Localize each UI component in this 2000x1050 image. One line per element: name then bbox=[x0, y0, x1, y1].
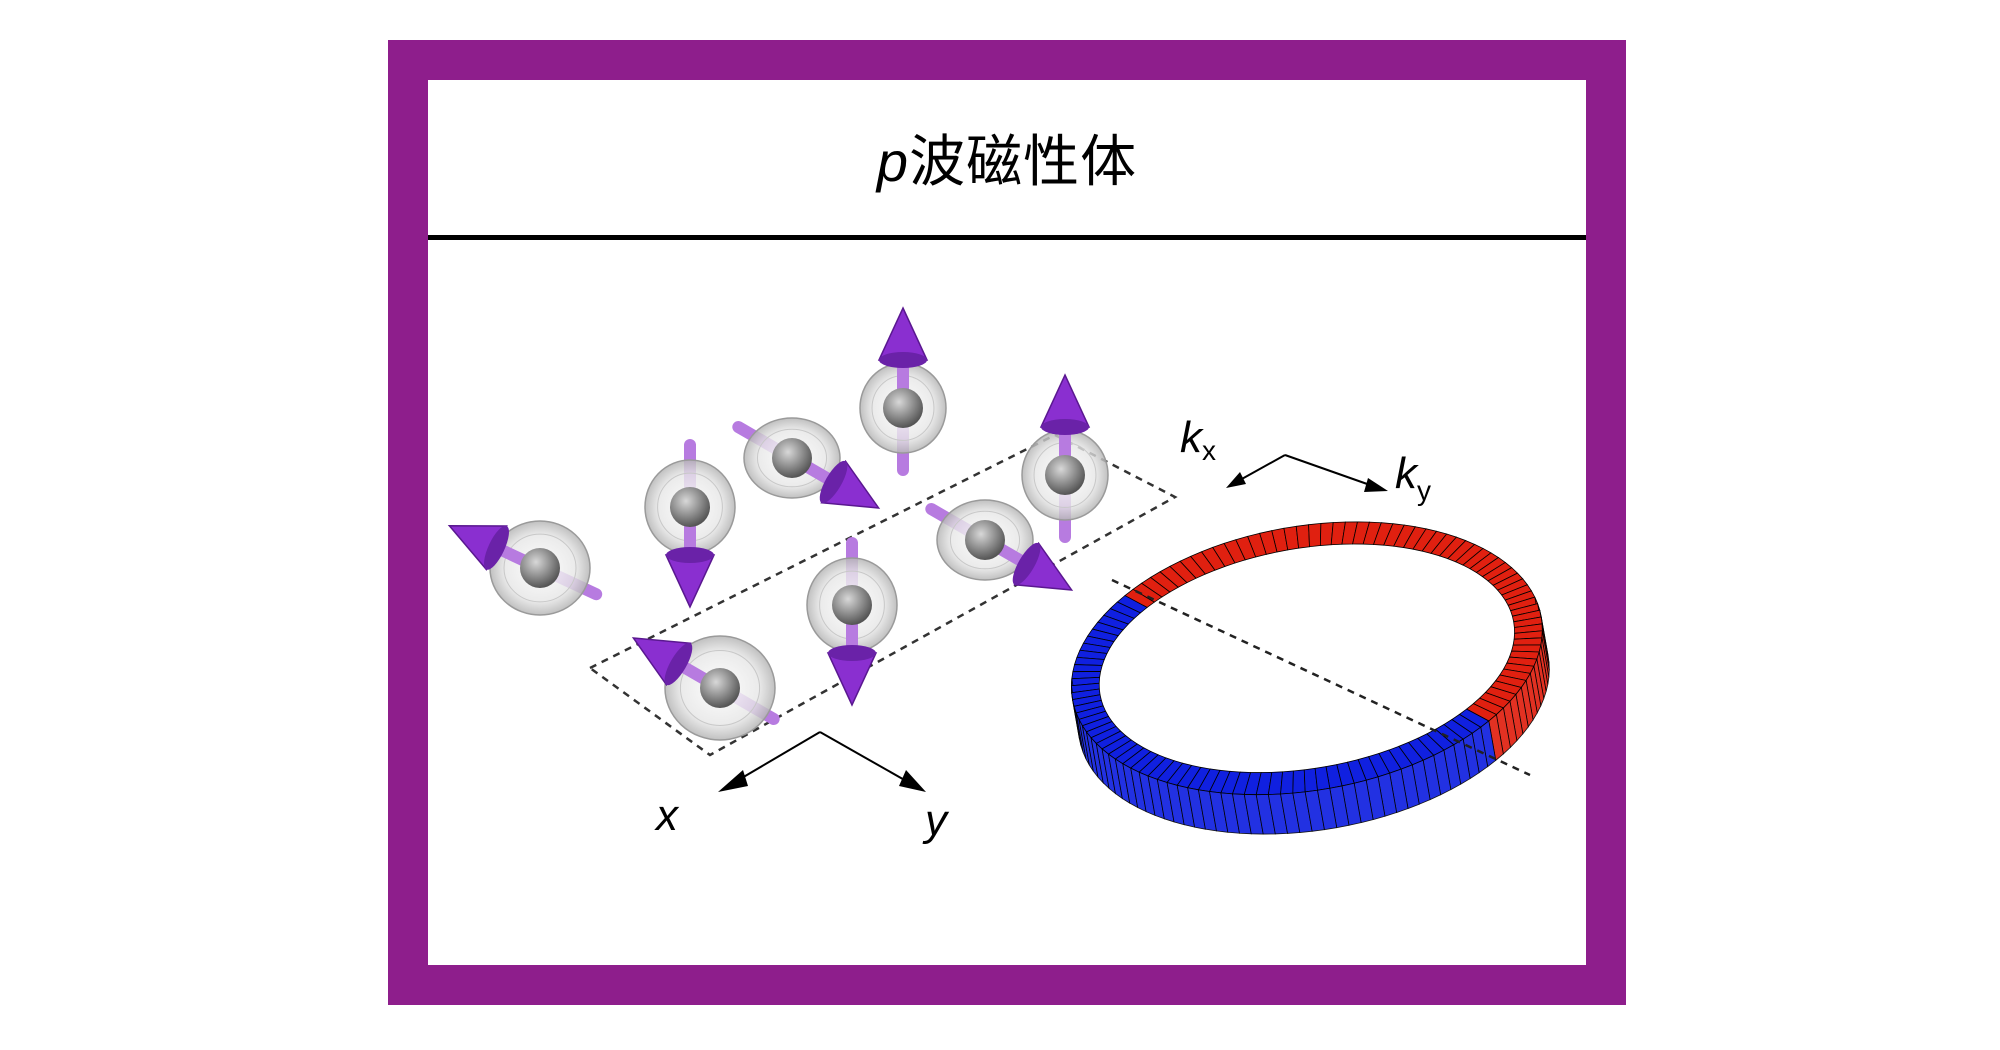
title-variable: p bbox=[876, 130, 910, 193]
spin-site bbox=[925, 499, 1074, 591]
ring-segment bbox=[1280, 770, 1301, 834]
spin-site bbox=[1021, 373, 1109, 543]
ky-axis-arrowhead bbox=[1364, 478, 1388, 492]
ring-segment bbox=[1426, 728, 1462, 791]
ky-label-base: k bbox=[1395, 449, 1419, 498]
ring-segment bbox=[1295, 524, 1310, 549]
ring-segment bbox=[1508, 650, 1547, 699]
kx-label-subscript: x bbox=[1202, 435, 1216, 466]
ring-segment bbox=[1314, 766, 1338, 831]
ky-label-subscript: y bbox=[1417, 475, 1431, 506]
x-axis-arrowhead bbox=[718, 770, 748, 792]
spin-site bbox=[806, 537, 898, 707]
spin-sites bbox=[447, 306, 1109, 741]
ring-segment bbox=[1085, 721, 1117, 778]
spin-site bbox=[732, 417, 881, 509]
spin-site bbox=[631, 635, 780, 741]
spin-arrow-cone-base bbox=[819, 460, 848, 504]
ring-segment-top bbox=[1295, 524, 1310, 549]
spin-arrow-cone-base bbox=[1012, 542, 1041, 586]
spin-arrow-cone-base bbox=[828, 645, 876, 661]
ring-node-line bbox=[1111, 578, 1531, 777]
atom-sphere bbox=[520, 548, 560, 588]
atom-sphere bbox=[772, 438, 812, 478]
spin-arrow-cone-base bbox=[666, 547, 714, 563]
y-axis-arrowhead bbox=[899, 770, 926, 792]
ring-segment-top bbox=[1292, 769, 1306, 794]
y-axis-line bbox=[819, 731, 909, 783]
atom-sphere bbox=[832, 585, 872, 625]
ring-segment-top bbox=[1072, 664, 1103, 673]
ring-segment bbox=[1255, 771, 1276, 835]
ring-segment-top bbox=[1280, 770, 1294, 795]
diagram-title: p波磁性体 bbox=[877, 117, 1137, 198]
unit-cell-outline bbox=[587, 433, 1178, 757]
spin-site bbox=[859, 306, 947, 476]
x-axis-line bbox=[734, 731, 821, 783]
spin-site bbox=[447, 520, 603, 616]
atom-sphere bbox=[670, 487, 710, 527]
ky-axis-line bbox=[1284, 454, 1371, 486]
kx-axis-label: kx bbox=[1180, 413, 1216, 466]
electron-cloud-inner bbox=[949, 510, 1021, 570]
ring-segment-side bbox=[1317, 787, 1338, 831]
ring-segment bbox=[1303, 767, 1325, 832]
spin-site bbox=[644, 439, 736, 609]
ky-axis-label: ky bbox=[1395, 449, 1431, 506]
electron-cloud-inner bbox=[679, 650, 761, 726]
title-bar: p波磁性体 bbox=[428, 80, 1586, 240]
spin-arrow-cone-base bbox=[1041, 419, 1089, 435]
kx-axis-line bbox=[1239, 454, 1286, 481]
spin-arrow-cone-base bbox=[664, 642, 693, 686]
ring-segment bbox=[1512, 637, 1550, 685]
real-space-axes: x y bbox=[654, 731, 950, 845]
ring-segment bbox=[1072, 664, 1103, 673]
ring-segment bbox=[1472, 697, 1511, 755]
atom-sphere bbox=[700, 668, 740, 708]
atom-sphere bbox=[965, 520, 1005, 560]
ring-segment-top bbox=[1512, 637, 1543, 646]
electron-cloud-inner bbox=[756, 428, 828, 488]
atom-sphere bbox=[1045, 455, 1085, 495]
ring-segment bbox=[1308, 522, 1322, 548]
electron-cloud-inner bbox=[503, 533, 577, 603]
ring-segment bbox=[1090, 725, 1122, 785]
spin-split-fermi-ring bbox=[1070, 521, 1550, 835]
x-axis-label: x bbox=[654, 791, 680, 840]
kx-axis-arrowhead bbox=[1226, 472, 1246, 488]
spin-arrow-cone-base bbox=[879, 352, 927, 368]
spin-arrow-cone-base bbox=[484, 525, 509, 570]
ring-segment-top bbox=[1308, 522, 1322, 548]
kx-label-base: k bbox=[1180, 413, 1204, 462]
y-axis-label: y bbox=[922, 796, 950, 845]
k-space-axes: kx ky bbox=[1180, 413, 1431, 506]
atom-sphere bbox=[883, 388, 923, 428]
panel-frame: p波磁性体 bbox=[388, 40, 1626, 1005]
title-text: 波磁性体 bbox=[909, 130, 1138, 193]
